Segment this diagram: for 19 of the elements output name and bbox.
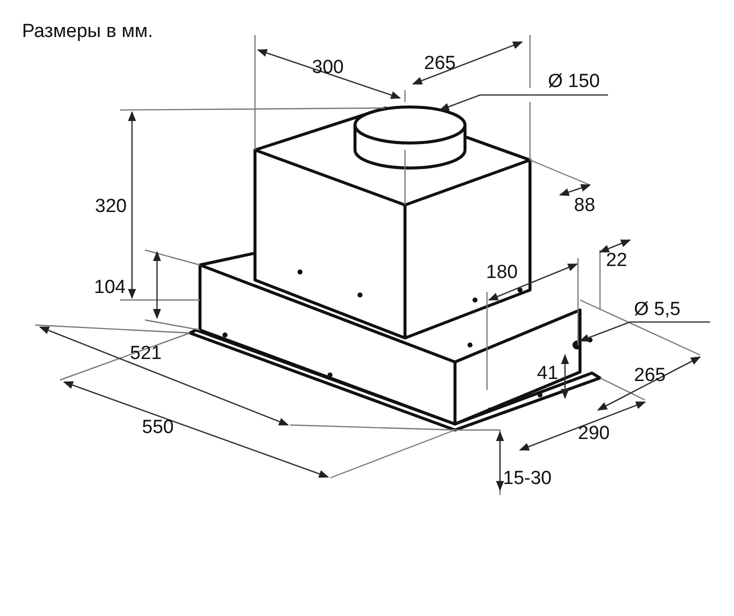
diameter-label: Ø 5,5 [634, 300, 680, 319]
dimension-label: 180 [486, 263, 518, 282]
leader-line [439, 94, 608, 111]
dimension-label: 265 [634, 366, 666, 385]
dimension-label: 290 [578, 424, 610, 443]
dimension-label: 104 [94, 278, 126, 297]
dimension-label: 265 [424, 54, 456, 73]
duct-collar [354, 106, 466, 170]
diameter-label: Ø 150 [548, 72, 600, 91]
dimension-label: 22 [606, 251, 628, 270]
dimension-label: 15-30 [503, 469, 552, 488]
leader-line [579, 321, 710, 342]
dimension-label: 521 [130, 344, 162, 363]
dimension-label: 320 [95, 197, 127, 216]
dimension-label: 41 [537, 364, 558, 383]
note-text: Размеры в мм. [22, 22, 154, 41]
dimension-label: 300 [312, 58, 344, 77]
dimension-label: 88 [574, 196, 596, 215]
dimension-label: 550 [142, 418, 174, 437]
